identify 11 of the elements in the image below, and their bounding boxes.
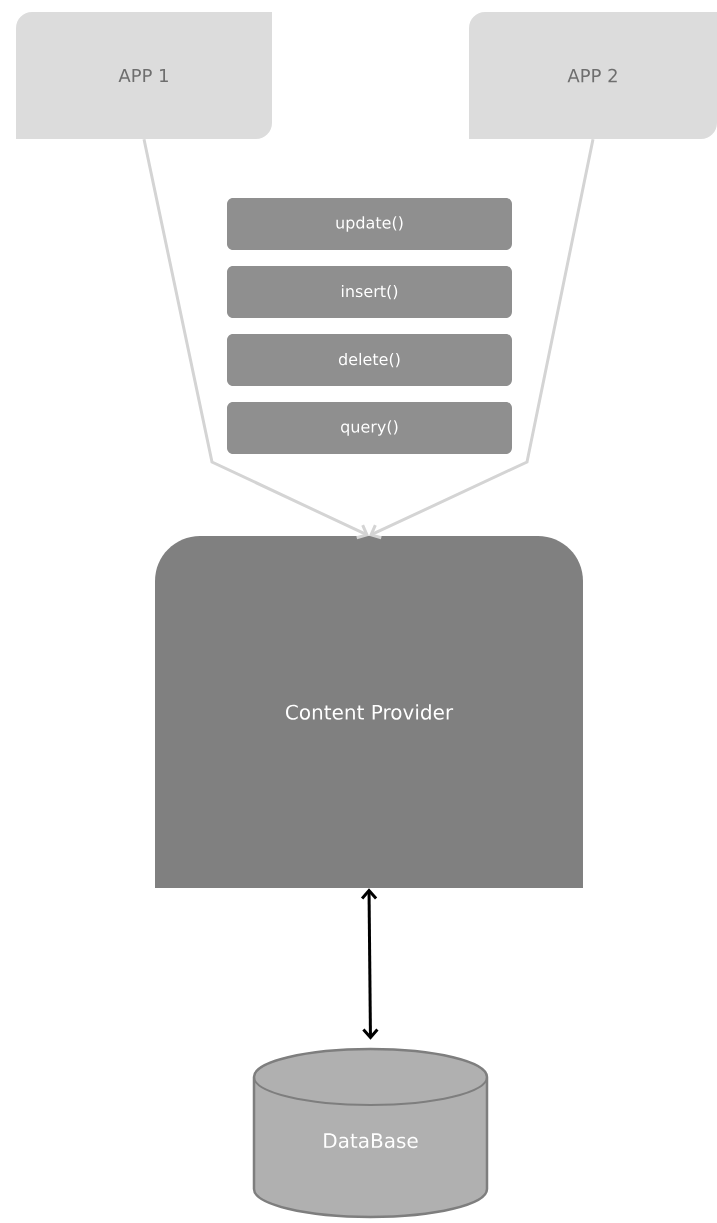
app-box: APP 1 — [16, 12, 272, 139]
method-box: delete() — [227, 334, 512, 386]
arrow — [369, 138, 595, 540]
method-box: insert() — [227, 266, 512, 318]
app-box: APP 2 — [469, 12, 717, 139]
arrow — [142, 138, 369, 540]
provider-box: Content Provider — [155, 536, 583, 888]
double-arrow — [360, 888, 379, 1040]
method-box: query() — [227, 402, 512, 454]
method-box: update() — [227, 198, 512, 250]
database-cylinder: DataBase — [252, 1047, 489, 1219]
